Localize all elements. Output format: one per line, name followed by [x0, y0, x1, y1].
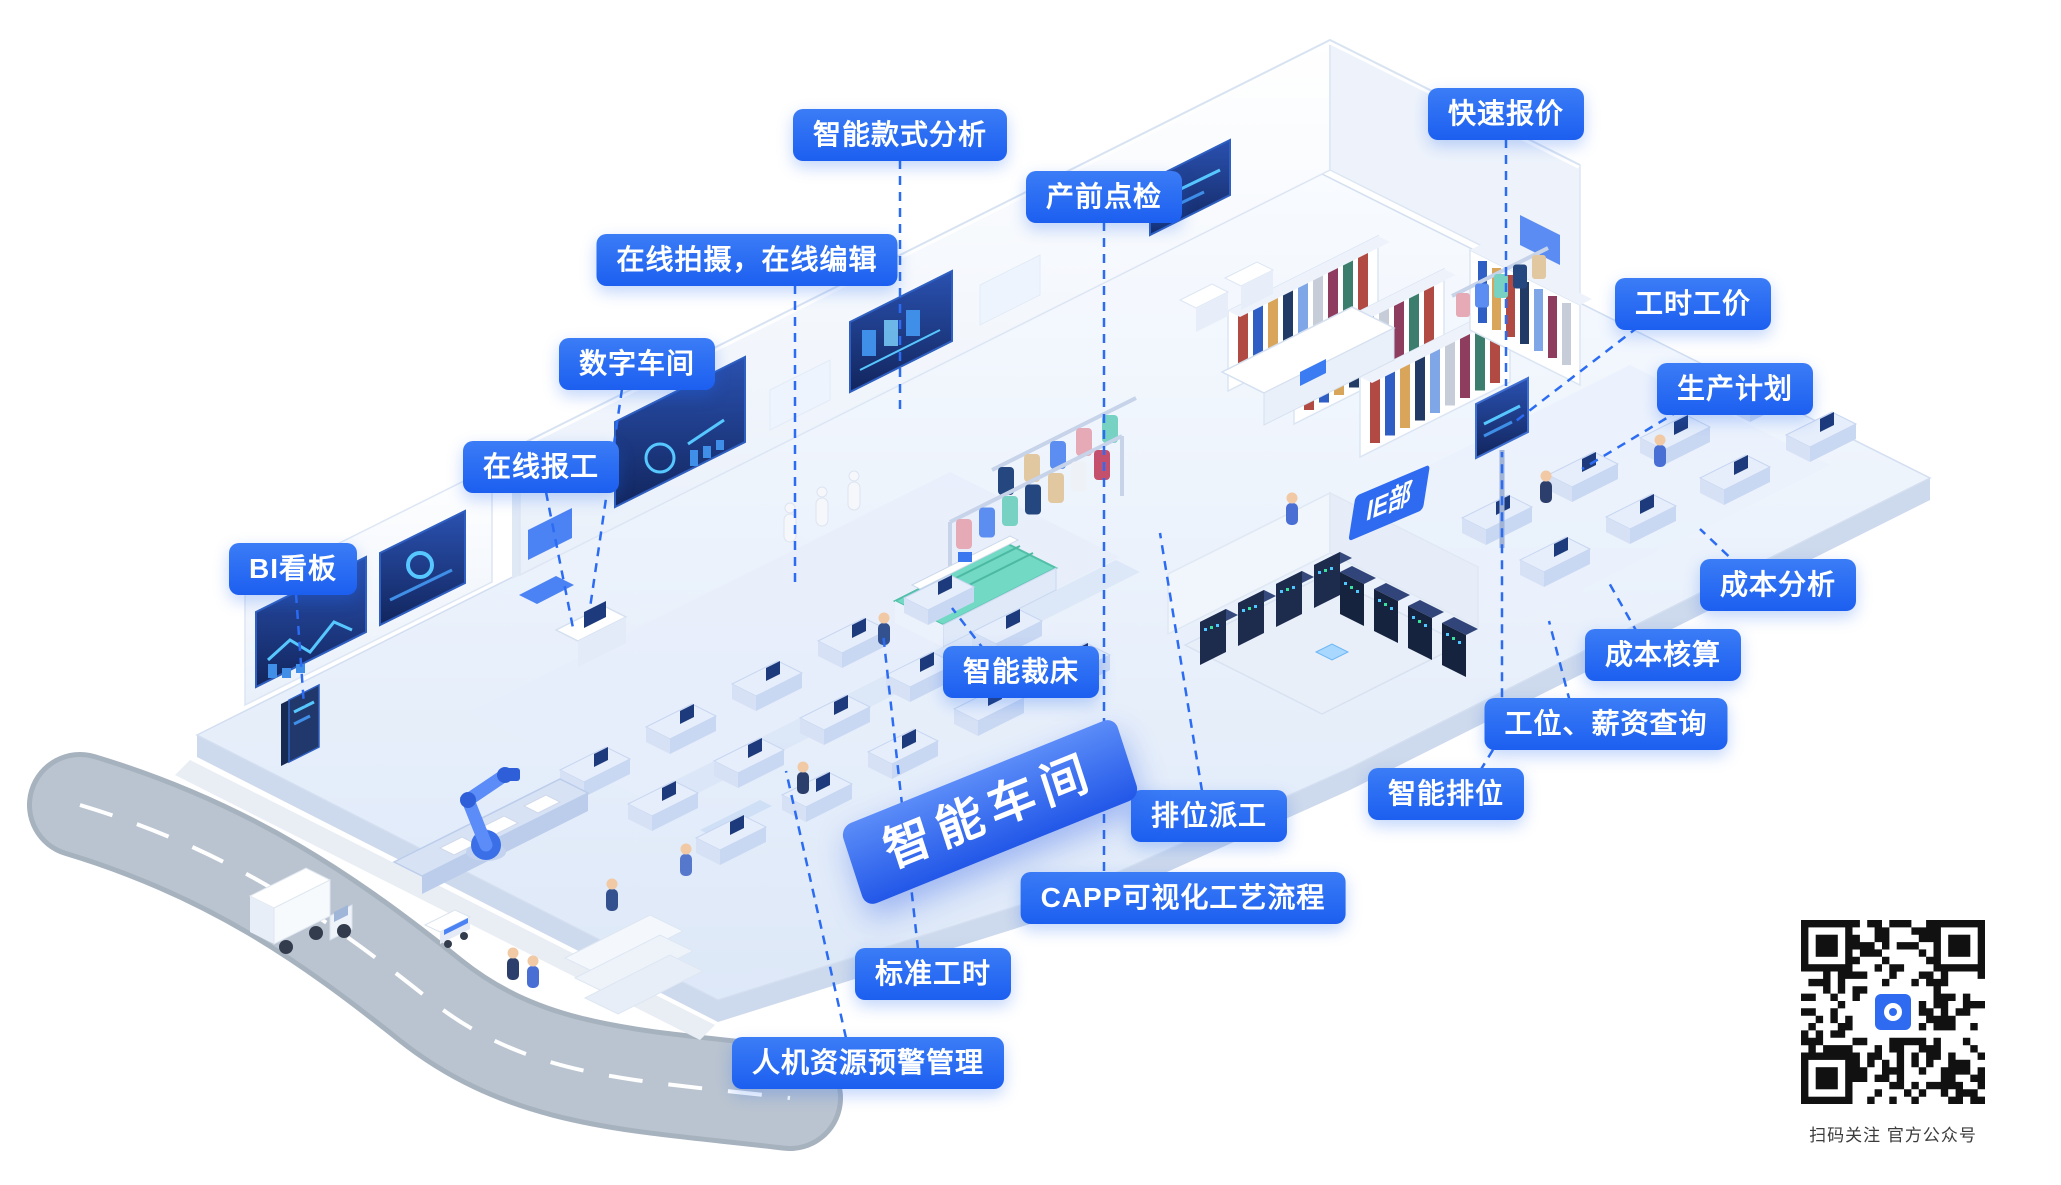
bi-kiosk: [281, 683, 320, 766]
label-digital-workshop: 数字车间: [558, 338, 716, 390]
qr-center-logo: [1871, 990, 1915, 1034]
qr-block: 扫码关注 官方公众号: [1801, 920, 1985, 1146]
digital-workshop-screen: [614, 355, 746, 509]
leader-station-salary-query: [1547, 620, 1572, 703]
leader-production-plan: [1581, 408, 1681, 471]
floor-accent: [519, 576, 574, 604]
hanging-clothes-rail: [1451, 246, 1549, 317]
leader-digital-workshop: [588, 388, 624, 609]
style-analysis-screen: [849, 269, 953, 394]
label-hr-warning: 人机资源预警管理: [731, 1037, 1005, 1089]
label-seating-dispatch: 排位派工: [1130, 790, 1288, 842]
leader-hr-warning: [784, 770, 848, 1039]
leader-online-reporting: [544, 491, 576, 634]
label-standard-hours: 标准工时: [854, 948, 1012, 1000]
garment-rack: [948, 396, 1137, 582]
leader-labor-cost: [1511, 326, 1639, 425]
stairs: [563, 914, 705, 1015]
wall-accent: [1520, 215, 1560, 265]
label-cost-accounting: 成本核算: [1584, 629, 1742, 681]
leader-bi-dashboard: [294, 593, 306, 707]
workshop-floor-zone: [470, 472, 1120, 797]
leader-standard-hours: [881, 632, 920, 950]
label-cost-analysis: 成本分析: [1699, 559, 1857, 611]
label-bi-dashboard: BI看板: [228, 543, 358, 595]
label-quick-quote: 快速报价: [1427, 88, 1585, 140]
server-room-podium: [1314, 643, 1350, 661]
agv-cart: [423, 909, 472, 948]
window: [979, 254, 1041, 326]
delivery-truck: [248, 867, 353, 954]
wall-equipment-boxes: [1178, 261, 1275, 332]
qr-code: [1801, 920, 1985, 1104]
leader-smart-seating: [1478, 452, 1504, 772]
mannequins: [783, 470, 861, 543]
label-online-shoot-edit: 在线拍摄，在线编辑: [596, 234, 898, 286]
road: [27, 752, 843, 1151]
wall-accent: [528, 508, 572, 560]
leader-cost-accounting: [1606, 580, 1640, 635]
label-labor-cost: 工时工价: [1614, 278, 1772, 330]
label-capp-process: CAPP可视化工艺流程: [1020, 872, 1346, 924]
leader-lines: [294, 139, 1741, 1039]
digital-printer-machine: [1220, 306, 1396, 426]
road-center-line: [79, 803, 791, 1100]
label-online-reporting: 在线报工: [462, 441, 620, 493]
qr-caption: 扫码关注 官方公众号: [1809, 1126, 1977, 1145]
window: [769, 359, 831, 431]
cutting-gantry: [910, 535, 1020, 590]
label-style-analysis: 智能款式分析: [792, 109, 1008, 161]
leader-seating-dispatch: [1158, 532, 1204, 792]
label-production-plan: 生产计划: [1656, 363, 1814, 415]
bi-dashboard-screen-2: [379, 509, 466, 627]
workshop-console: [554, 601, 628, 667]
label-smart-seating: 智能排位: [1367, 768, 1525, 820]
label-station-salary-query: 工位、薪资查询: [1484, 698, 1728, 750]
label-preproduction-check: 产前点检: [1025, 171, 1183, 223]
conveyor: [392, 778, 590, 894]
robot-arm: [460, 767, 520, 861]
label-smart-cutting: 智能裁床: [942, 646, 1100, 698]
